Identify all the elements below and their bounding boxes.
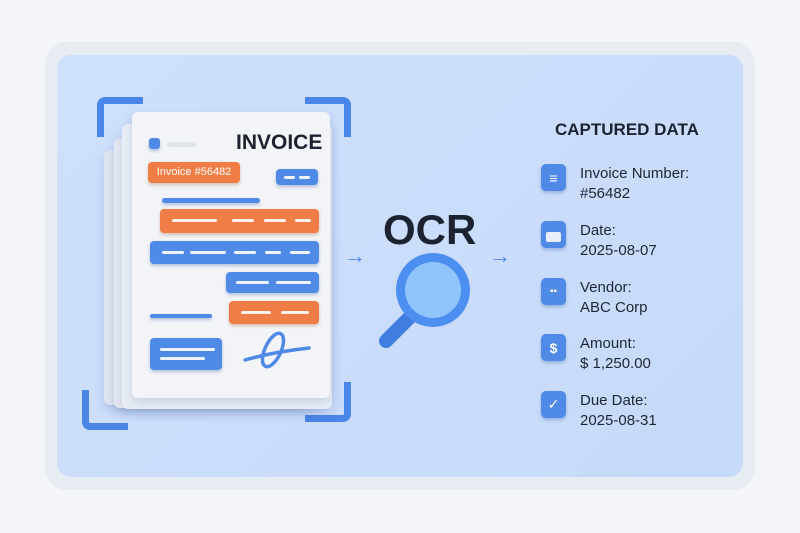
captured-data-heading: CAPTURED DATA bbox=[555, 120, 699, 139]
field-label: Invoice Number: bbox=[580, 165, 690, 182]
highlighted-row bbox=[160, 209, 319, 233]
placeholder-line bbox=[167, 142, 196, 147]
invoice-number-badge: Invoice #56482 bbox=[148, 162, 240, 183]
arrow-right-icon: → bbox=[489, 243, 511, 268]
dollar-icon: $ bbox=[541, 334, 566, 361]
highlighted-row bbox=[229, 301, 319, 324]
field-value: ABC Corp bbox=[580, 299, 648, 316]
check-icon: ✓ bbox=[541, 391, 566, 418]
field-value: 2025-08-07 bbox=[580, 242, 657, 259]
scan-corner-bottom-left bbox=[82, 390, 128, 430]
arrow-right-icon: → bbox=[344, 243, 366, 268]
field-invoice-number: ≡ Invoice Number: #56482 bbox=[541, 164, 689, 204]
total-box bbox=[150, 338, 222, 370]
scan-corner-top-right bbox=[305, 97, 351, 137]
calendar-icon bbox=[541, 221, 566, 248]
field-value: $ 1,250.00 bbox=[580, 355, 651, 372]
invoice-title: INVOICE bbox=[236, 131, 323, 154]
field-pill bbox=[276, 169, 318, 185]
field-label: Due Date: bbox=[580, 392, 648, 409]
magnifier-icon bbox=[379, 253, 470, 348]
signature-icon bbox=[243, 331, 311, 369]
document-icon: ≡ bbox=[541, 164, 566, 191]
field-value: #56482 bbox=[580, 185, 631, 202]
scan-corner-top-left bbox=[97, 97, 143, 137]
field-amount: $ Amount: $ 1,250.00 bbox=[541, 334, 651, 374]
field-value: 2025-08-31 bbox=[580, 412, 657, 429]
data-row bbox=[226, 272, 319, 293]
text-line bbox=[162, 198, 260, 203]
building-icon: ▪▪ bbox=[541, 278, 566, 305]
ocr-label: OCR bbox=[383, 206, 477, 253]
field-label: Amount: bbox=[580, 335, 636, 352]
field-vendor: ▪▪ Vendor: ABC Corp bbox=[541, 278, 648, 318]
field-label: Vendor: bbox=[580, 279, 632, 296]
field-label: Date: bbox=[580, 222, 616, 239]
logo-mark bbox=[149, 138, 160, 149]
text-line bbox=[150, 314, 212, 318]
data-row bbox=[150, 241, 319, 264]
scan-corner-bottom-right bbox=[305, 382, 351, 422]
field-date: Date: 2025-08-07 bbox=[541, 221, 657, 261]
field-due-date: ✓ Due Date: 2025-08-31 bbox=[541, 391, 657, 431]
